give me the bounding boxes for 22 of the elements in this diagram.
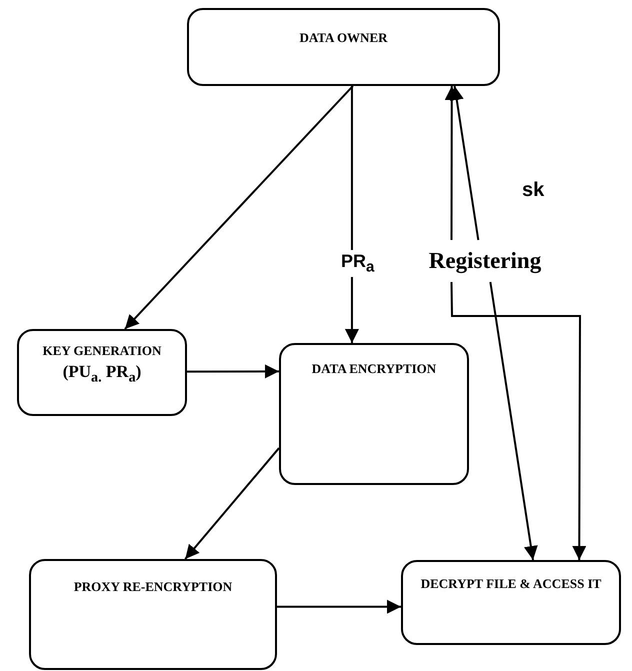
- process-box: [187, 8, 500, 86]
- box-label: KEY GENERATION: [42, 343, 162, 360]
- arrow: [450, 282, 586, 560]
- arrow: [444, 86, 459, 240]
- arrow: [187, 364, 279, 378]
- process-box: [17, 329, 187, 416]
- key-pair-text: (PU$_{a.}$ PR$_{a}$): [62, 361, 142, 388]
- box-label: DATA ENCRYPTION: [310, 361, 438, 378]
- box-label: PROXY RE-ENCRYPTION: [72, 579, 234, 596]
- edge-label: PR$_{a}$: [339, 250, 376, 277]
- arrow: [450, 86, 480, 240]
- arrow: [489, 282, 538, 560]
- box-label: DECRYPT FILE & ACCESS IT: [420, 576, 602, 592]
- process-box: [401, 560, 621, 645]
- process-box: [279, 343, 469, 485]
- arrow: [277, 600, 401, 614]
- arrow: [124, 85, 354, 330]
- registering-text: Registering: [428, 248, 542, 274]
- box-label: DATA OWNER: [298, 30, 389, 46]
- arrow: [344, 86, 359, 343]
- arrow: [184, 447, 280, 560]
- process-box: [29, 559, 277, 670]
